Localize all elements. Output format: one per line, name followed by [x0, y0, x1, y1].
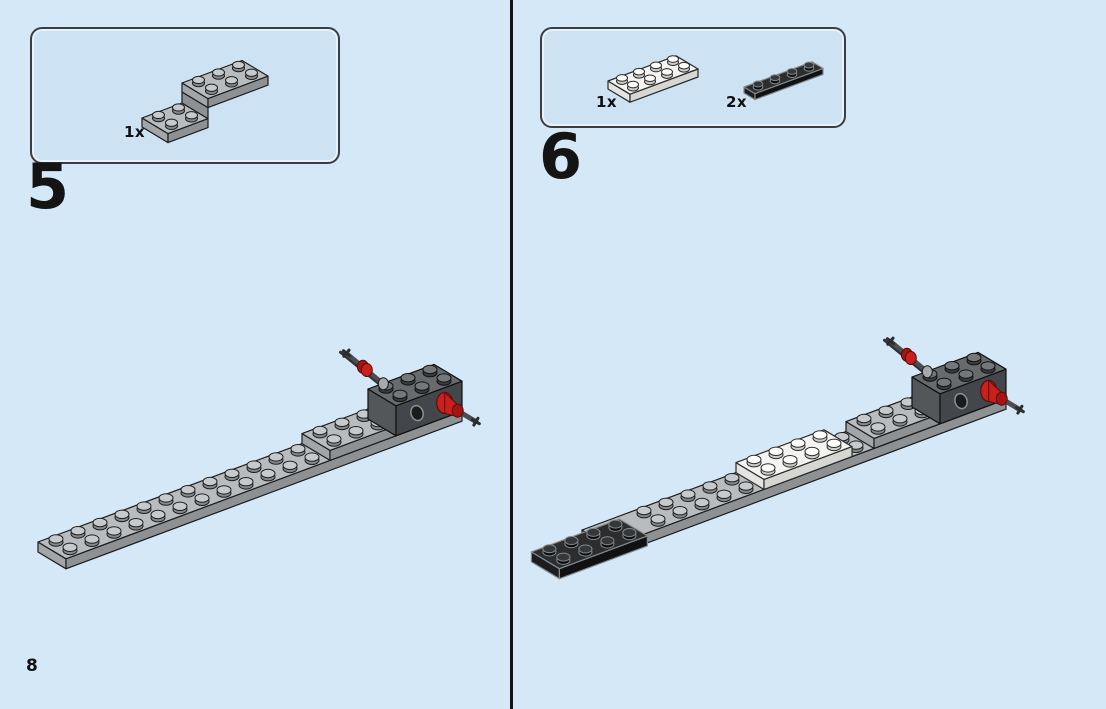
page-number: 8 [26, 656, 38, 676]
step-5-parts-box: 1x [30, 27, 340, 164]
step-5-assembly-illustration [37, 348, 481, 570]
bracket-piece-illustration [141, 59, 269, 144]
part-qty-label: 2x [726, 93, 748, 111]
step-number-5: 5 [26, 150, 70, 223]
step-6-assembly-illustration [530, 336, 1025, 580]
plates-piece-illustration [607, 55, 824, 103]
part-qty-label: 1x [596, 93, 618, 111]
column-divider [510, 0, 513, 709]
step-6-parts-box: 1x 2x [540, 27, 846, 128]
step-number-6: 6 [539, 120, 583, 193]
part-qty-label: 1x [124, 123, 146, 141]
